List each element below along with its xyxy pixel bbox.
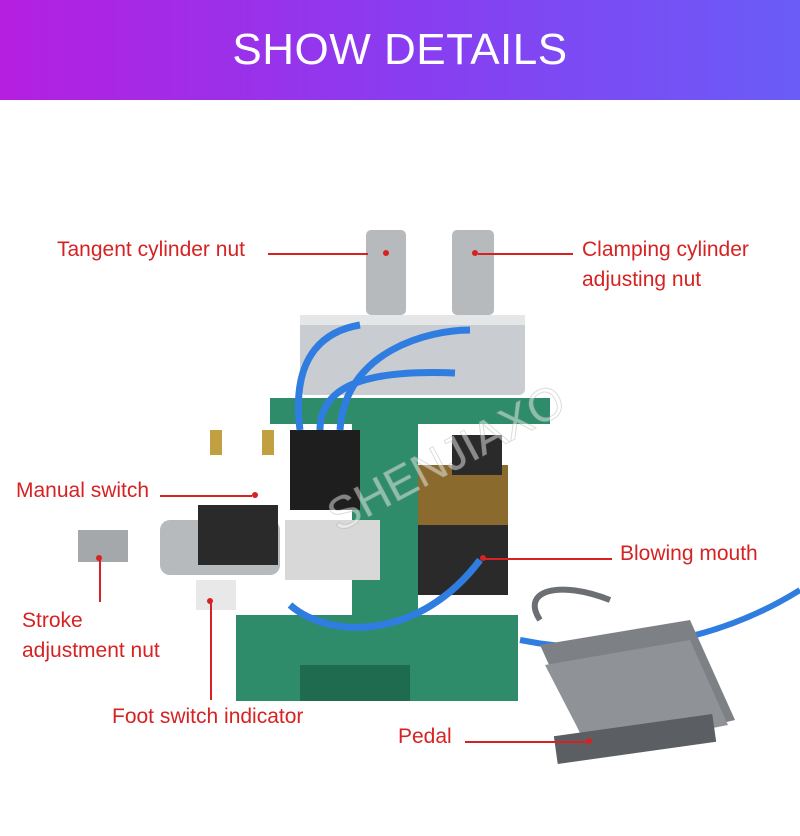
product-illustration: SHENJIAXO Tangent cylinder nut Clamping … xyxy=(0,100,800,836)
leader-pedal xyxy=(465,741,587,743)
label-pedal: Pedal xyxy=(398,725,452,748)
label-stroke-line2: adjustment nut xyxy=(22,639,160,662)
leader-clamping xyxy=(478,253,573,255)
leader-blowing xyxy=(485,558,612,560)
tangent-nut xyxy=(366,230,406,315)
wire-stripping-machine-image: SHENJIAXO xyxy=(78,230,800,764)
marker-pedal xyxy=(586,738,592,744)
page-title: SHOW DETAILS xyxy=(232,25,568,74)
cylinder-body xyxy=(300,315,525,395)
marker-blowing xyxy=(480,555,486,561)
marker-stroke xyxy=(96,555,102,561)
label-manual-switch: Manual switch xyxy=(16,479,150,502)
marker-clamping xyxy=(472,250,478,256)
marker-foot xyxy=(207,598,213,604)
marker-tangent xyxy=(383,250,389,256)
label-tangent-cylinder-nut: Tangent cylinder nut xyxy=(57,238,245,261)
label-foot-switch-indicator: Foot switch indicator xyxy=(112,705,304,728)
leader-stroke xyxy=(99,560,101,602)
label-clamping-line2: adjusting nut xyxy=(582,268,702,291)
machine-frame xyxy=(352,400,418,620)
leader-tangent xyxy=(268,253,368,255)
label-stroke-line1: Stroke xyxy=(22,609,83,632)
leader-manual xyxy=(160,495,252,497)
leader-foot xyxy=(210,602,212,700)
label-blowing-mouth: Blowing mouth xyxy=(620,542,758,565)
marker-manual xyxy=(252,492,258,498)
label-clamping-line1: Clamping cylinder xyxy=(582,238,749,261)
header-banner: SHOW DETAILS xyxy=(0,0,800,100)
clamping-nut xyxy=(452,230,494,315)
